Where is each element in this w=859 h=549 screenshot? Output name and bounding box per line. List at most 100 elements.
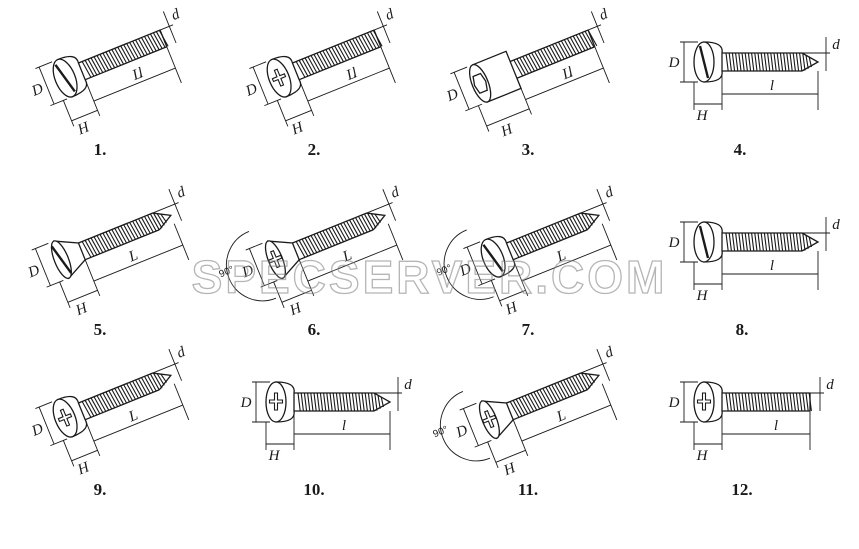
label-H: H <box>268 448 281 464</box>
label-H: H <box>498 121 516 141</box>
screw-head-pan <box>52 55 88 98</box>
screw-drawing: D H Ld <box>29 344 190 479</box>
label-H: H <box>75 459 93 479</box>
figure-number: 1. <box>93 140 107 159</box>
label-d: d <box>383 6 396 24</box>
label-H: H <box>696 288 709 304</box>
screw-head-pan <box>52 395 88 438</box>
label-d: d <box>603 344 616 362</box>
label-d: d <box>389 184 402 202</box>
thread-hatching <box>295 30 383 78</box>
label-l: l <box>566 64 576 80</box>
thread-hatching <box>81 212 168 258</box>
thread-hatching <box>725 232 812 252</box>
dimension-lines <box>35 349 190 467</box>
label-D: D <box>457 261 474 280</box>
label-D: D <box>243 81 260 100</box>
label-D: D <box>444 86 461 105</box>
label-H: H <box>73 300 91 320</box>
figure-number: 8. <box>735 320 749 339</box>
dimension-lines <box>450 11 610 132</box>
dimension-lines <box>680 217 830 290</box>
label-d: d <box>175 344 188 362</box>
dimension-lines <box>31 189 190 309</box>
label-D: D <box>668 55 680 71</box>
dimension-lines <box>226 189 404 309</box>
figure-number: 4. <box>733 140 747 159</box>
label-H: H <box>287 300 305 320</box>
phillips-drive-icon <box>268 392 284 411</box>
dimension-lines <box>443 189 618 307</box>
figure-number: 2. <box>307 140 321 159</box>
label-l: l <box>770 258 774 274</box>
label-D: D <box>239 262 256 281</box>
label-l: l <box>350 65 360 81</box>
label-L: L <box>554 247 569 265</box>
label-L: L <box>554 407 569 425</box>
slotted-drive-icon <box>50 245 73 274</box>
label-d: d <box>603 184 616 202</box>
thread-hatching <box>81 30 169 78</box>
phillips-drive-icon <box>267 249 283 269</box>
label-H: H <box>75 119 93 139</box>
label-l: l <box>342 418 346 434</box>
screw-head-countersunk <box>478 400 514 440</box>
label-D: D <box>668 395 680 411</box>
label-H: H <box>503 299 521 319</box>
thread-hatching <box>725 52 812 72</box>
label-angle: 90° <box>218 264 236 280</box>
screw-head-cylinder <box>468 50 522 103</box>
dimension-lines <box>249 11 396 127</box>
label-D: D <box>25 262 42 281</box>
label-d: d <box>826 377 834 393</box>
label-L: L <box>126 247 141 265</box>
label-D: D <box>668 235 680 251</box>
label-angle: 90° <box>432 424 450 440</box>
dimension-lines <box>252 377 402 450</box>
screw-head-countersunk <box>264 240 300 280</box>
screw-head-pan <box>693 381 723 423</box>
screw-drawing: D H Ld 90° <box>432 344 618 480</box>
screw-drawing: D H Ld 90° <box>218 184 404 320</box>
label-d: d <box>169 6 182 24</box>
figure-number: 3. <box>521 140 535 159</box>
screw-head-raised <box>480 235 516 278</box>
thread-hatching <box>509 212 596 258</box>
screw-head-pan <box>266 55 302 98</box>
hex-drive-icon <box>472 72 488 94</box>
screw-drawing: D H Ld 90° <box>435 184 618 319</box>
dimension-lines <box>680 37 830 110</box>
figure-number: 9. <box>93 480 107 499</box>
thread-hatching <box>81 372 168 418</box>
label-l: l <box>770 78 774 94</box>
phillips-drive-icon <box>57 408 73 427</box>
label-H: H <box>289 119 307 139</box>
label-D: D <box>240 395 252 411</box>
label-L: L <box>126 407 141 425</box>
screw-head-countersunk <box>50 240 86 280</box>
label-H: H <box>501 460 519 480</box>
screw-shank <box>509 29 596 79</box>
figure-number: 11. <box>517 480 539 499</box>
label-D: D <box>453 422 470 441</box>
label-angle: 90° <box>435 263 453 279</box>
label-D: D <box>29 421 46 440</box>
slotted-drive-icon <box>482 244 504 273</box>
screw-head-round <box>265 381 295 423</box>
label-L: L <box>340 247 355 265</box>
phillips-drive-icon <box>481 409 497 429</box>
